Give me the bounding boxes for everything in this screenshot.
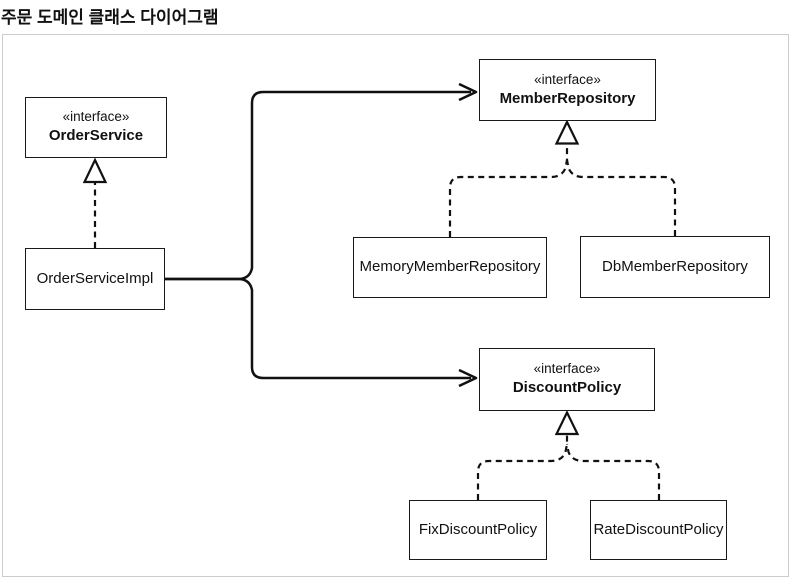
stereotype-label: «interface»	[534, 71, 601, 87]
stereotype-label: «interface»	[62, 109, 130, 125]
class-box-member-repository: «interface» MemberRepository	[479, 59, 656, 121]
class-name: OrderService	[48, 127, 144, 145]
class-name: DbMemberRepository	[602, 257, 748, 275]
class-name: MemberRepository	[499, 89, 636, 107]
class-name: DiscountPolicy	[512, 379, 622, 397]
class-name: RateDiscountPolicy	[593, 520, 724, 538]
class-box-discount-policy: «interface» DiscountPolicy	[479, 348, 655, 411]
page-title: 주문 도메인 클래스 다이어그램	[1, 8, 219, 27]
class-box-memory-member-repository: MemoryMemberRepository	[353, 237, 547, 298]
class-name: MemoryMemberRepository	[359, 258, 541, 276]
class-box-db-member-repository: DbMemberRepository	[580, 236, 770, 298]
stereotype-label: «interface»	[533, 361, 601, 377]
class-name: FixDiscountPolicy	[418, 520, 538, 538]
class-box-order-service: «interface» OrderService	[25, 97, 167, 158]
class-name: OrderServiceImpl	[36, 269, 154, 287]
class-box-rate-discount-policy: RateDiscountPolicy	[590, 500, 727, 560]
class-box-order-service-impl: OrderServiceImpl	[25, 248, 165, 310]
class-box-fix-discount-policy: FixDiscountPolicy	[409, 500, 547, 560]
